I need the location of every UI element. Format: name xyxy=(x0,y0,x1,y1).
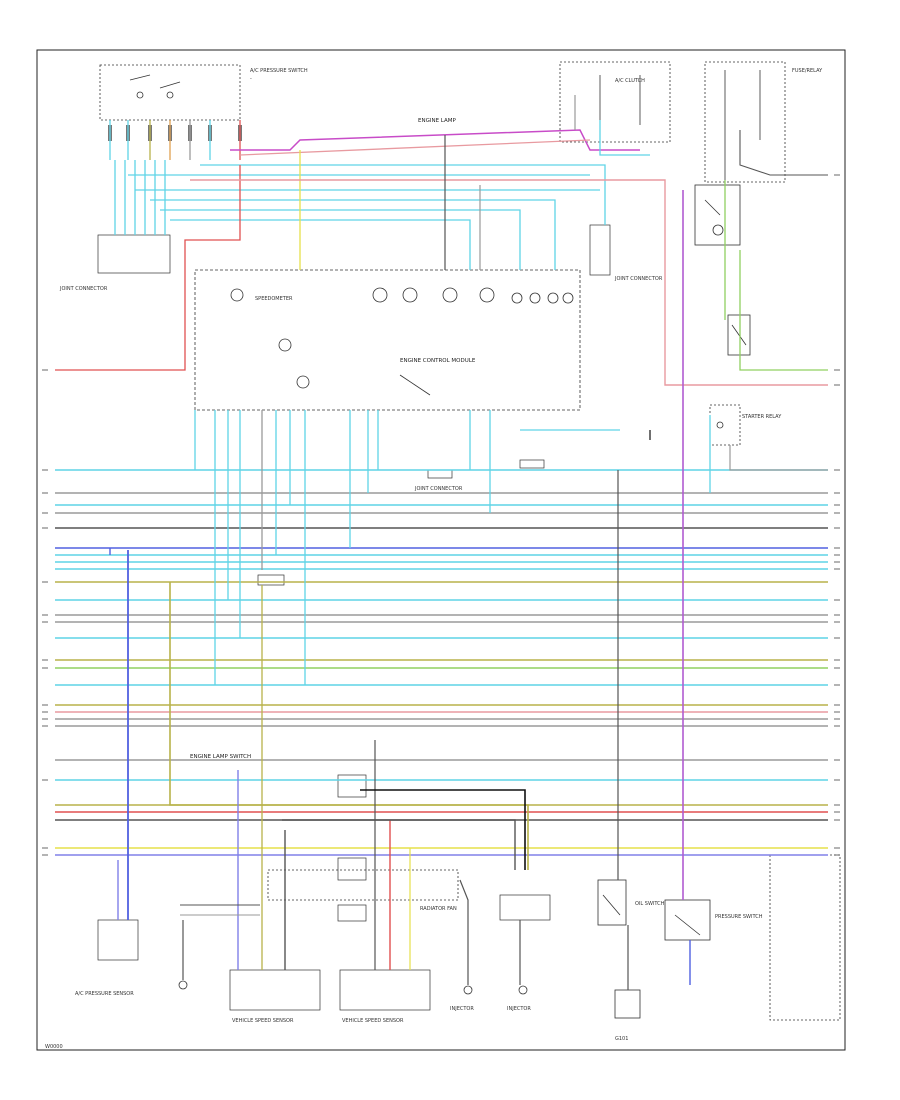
wire xyxy=(150,199,556,270)
fuse-right-label: FUSE/RELAY xyxy=(792,68,823,74)
injector-2: INJECTOR xyxy=(507,985,531,1012)
fuse-right-block: FUSE/RELAY xyxy=(704,61,823,183)
left-edge-ticks xyxy=(42,369,48,856)
wire xyxy=(739,250,828,371)
inj2-label: INJECTOR xyxy=(507,1006,531,1012)
rear-connector xyxy=(499,894,551,921)
wires-layer xyxy=(55,95,828,990)
top-right-relay-label: A/C CLUTCH xyxy=(615,78,645,84)
oil-switch: OIL SWITCH G101 xyxy=(597,879,665,1042)
ac-pressure-switch-block: A/C PRESSURE SWITCH - xyxy=(99,64,308,121)
right-sensor xyxy=(727,314,751,356)
junction-left-label: JOINT CONNECTOR xyxy=(59,286,108,292)
inj-left-label: JOINT CONNECTOR xyxy=(414,486,463,492)
page-corner-label: W0000 xyxy=(45,1044,63,1050)
wire xyxy=(360,789,526,870)
top-right-relay-block: A/C CLUTCH xyxy=(559,61,671,143)
top-cluster-label: ENGINE LAMP xyxy=(418,118,457,124)
wire xyxy=(160,209,521,270)
lower-sensor-2-label: RADIATOR FAN xyxy=(420,906,457,912)
injector-1: INJECTOR xyxy=(450,985,474,1012)
inline-connector-2 xyxy=(519,459,545,469)
wire xyxy=(170,219,471,270)
diagram-frame xyxy=(36,49,846,1051)
speedometer-label: SPEEDOMETER xyxy=(255,296,293,302)
ecm-connector-b: VEHICLE SPEED SENSOR xyxy=(339,969,431,1024)
wire xyxy=(200,164,606,225)
lower-sensor-2-block: RADIATOR FAN xyxy=(267,869,459,912)
wire xyxy=(239,139,591,156)
ground-label: G101 xyxy=(615,1036,628,1042)
ecm-main-label: ENGINE CONTROL MODULE xyxy=(400,358,476,364)
ground-left xyxy=(178,980,188,990)
crank-relay-label: STARTER RELAY xyxy=(742,414,782,420)
pressure-switch: PRESSURE SWITCH xyxy=(664,854,841,1021)
wire xyxy=(55,165,241,371)
oil-switch-label: OIL SWITCH xyxy=(635,901,665,907)
wire xyxy=(230,129,640,151)
wire xyxy=(729,445,828,471)
left-joint-connector: JOINT CONNECTOR xyxy=(59,234,171,292)
starter-relay xyxy=(694,184,741,246)
pressure-switch-label: PRESSURE SWITCH xyxy=(715,914,763,920)
ecm-connector-b-label: VEHICLE SPEED SENSOR xyxy=(342,1018,404,1024)
wire xyxy=(459,879,469,985)
wire xyxy=(599,120,650,156)
lower-left-sensor-label: A/C PRESSURE SENSOR xyxy=(75,991,134,997)
wire xyxy=(739,130,828,176)
ecm-connector-a-label: VEHICLE SPEED SENSOR xyxy=(232,1018,294,1024)
low-center-label: ENGINE LAMP SWITCH xyxy=(190,754,251,760)
wire xyxy=(169,582,529,870)
ac-relay-label: A/C PRESSURE SWITCH xyxy=(250,68,308,74)
right-joint-connector: JOINT CONNECTOR xyxy=(589,224,663,282)
ecm-connector-a: VEHICLE SPEED SENSOR xyxy=(229,969,321,1024)
wire xyxy=(282,819,516,870)
inline-connector-3 xyxy=(257,574,285,586)
wire xyxy=(190,179,828,386)
inline-connector-1: JOINT CONNECTOR xyxy=(414,469,463,492)
inj1-label: INJECTOR xyxy=(450,1006,474,1012)
right-edge-ticks xyxy=(834,174,840,856)
junction-right-label: JOINT CONNECTOR xyxy=(614,276,663,282)
ac-relay-sub: - xyxy=(250,76,252,82)
crank-relay-block: STARTER RELAY xyxy=(709,404,782,446)
lower-left-sensor: A/C PRESSURE SENSOR xyxy=(75,919,139,997)
ecm-main-block: ENGINE CONTROL MODULE xyxy=(194,269,581,411)
